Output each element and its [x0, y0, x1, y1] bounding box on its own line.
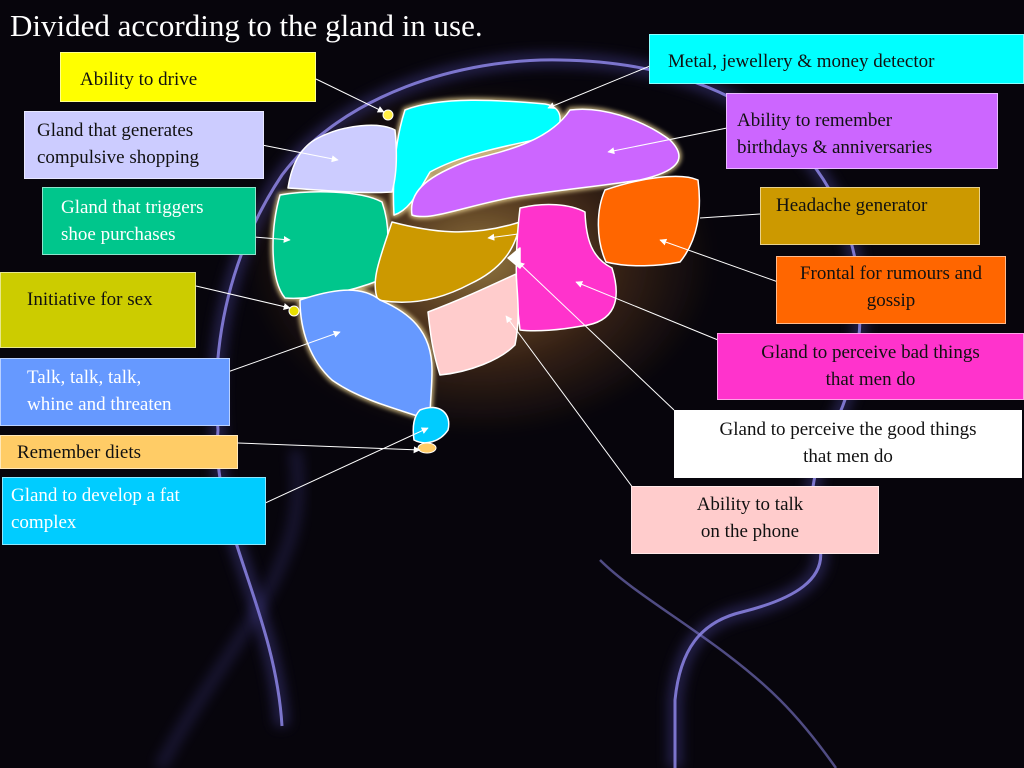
connector-sex — [195, 285, 291, 310]
label-shopping-line-1: Gland that generates — [37, 120, 194, 141]
label-birthdays: Ability to remember birthdays & annivers… — [726, 93, 998, 169]
label-metal-line-1: Metal, jewellery & money detector — [668, 51, 935, 72]
region-compulsive-shopping — [287, 124, 398, 194]
label-drive-line-1: Ability to drive — [80, 69, 198, 90]
connector-talk — [221, 330, 341, 375]
connector-shopping — [261, 144, 339, 163]
label-bad-things-line-1: Gland to perceive bad things — [761, 342, 980, 363]
region-talk-on-phone — [427, 273, 519, 376]
label-sex: Initiative for sex — [0, 272, 196, 348]
label-shoes-line-2: shoe purchases — [61, 223, 176, 245]
connector-diets — [237, 442, 421, 454]
label-talk: Talk, talk, talk, whine and threaten — [0, 358, 230, 426]
label-diets-line-1: Remember diets — [17, 442, 141, 463]
label-sex-line-1: Initiative for sex — [27, 289, 153, 310]
connector-headache — [699, 213, 761, 219]
label-shopping-line-2: compulsive shopping — [37, 146, 200, 168]
label-shopping: Gland that generates compulsive shopping — [24, 111, 264, 179]
connector-goodthings — [517, 261, 675, 411]
connector-drive — [315, 78, 385, 113]
label-headache: Headache generator — [760, 187, 980, 245]
label-phone-line-2: on the phone — [700, 520, 800, 542]
label-talk-line-2: whine and threaten — [27, 393, 172, 415]
region-ability-to-drive — [382, 109, 394, 121]
label-shoes-line-1: Gland that triggers — [61, 197, 204, 218]
label-gossip: Frontal for rumours and gossip — [776, 256, 1006, 324]
label-talk-line-1: Talk, talk, talk, — [27, 367, 142, 388]
connector-phone — [505, 315, 637, 493]
label-headache-line-1: Headache generator — [776, 195, 928, 216]
region-perceive-good-things — [507, 247, 521, 269]
label-fat: Gland to develop a fat complex — [2, 477, 266, 545]
region-metal-detector — [392, 99, 561, 216]
connector-gossip — [659, 238, 796, 289]
label-fat-line-2: complex — [11, 511, 77, 533]
label-bad-things: Gland to perceive bad things that men do — [717, 333, 1024, 400]
region-initiative-for-sex — [288, 305, 300, 317]
label-good-things-line-2: that men do — [803, 445, 893, 467]
label-drive: Ability to drive — [60, 52, 316, 102]
connector-birthdays — [607, 127, 728, 155]
region-headache-generator — [374, 221, 521, 303]
label-metal: Metal, jewellery & money detector — [649, 34, 1024, 84]
connector-headache-arrow — [487, 233, 519, 241]
label-good-things: Gland to perceive the good things that m… — [674, 410, 1022, 478]
label-phone-line-1: Ability to talk — [696, 494, 804, 515]
label-fat-line-1: Gland to develop a fat — [11, 485, 180, 506]
label-gossip-line-1: Frontal for rumours and — [799, 263, 983, 284]
label-phone: Ability to talk on the phone — [631, 486, 879, 554]
label-birthdays-line-1: Ability to remember — [737, 110, 893, 131]
label-gossip-line-2: gossip — [866, 289, 916, 311]
region-talk-whine-threaten — [299, 289, 433, 421]
shoulder-outline — [599, 559, 838, 768]
connector-fat — [249, 427, 429, 511]
region-fat-complex — [412, 406, 450, 444]
connector-metal — [547, 65, 651, 109]
label-diets: Remember diets — [0, 435, 238, 469]
label-birthdays-line-2: birthdays & anniversaries — [737, 136, 933, 158]
label-bad-things-line-2: that men do — [825, 368, 916, 390]
connector-badthings — [575, 281, 719, 341]
region-rumours-gossip — [597, 175, 701, 267]
label-good-things-line-1: Gland to perceive the good things — [719, 419, 977, 440]
label-shoes: Gland that triggers shoe purchases — [42, 187, 256, 255]
slide-title: Divided according to the gland in use. — [10, 8, 483, 43]
